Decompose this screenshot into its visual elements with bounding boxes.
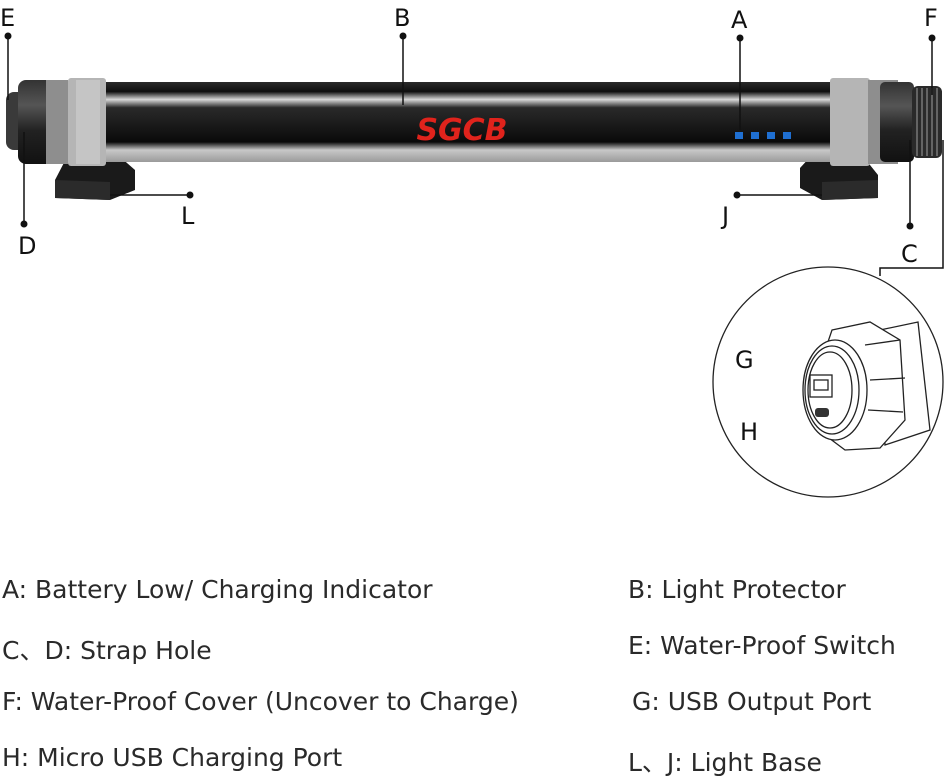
legend-item-e: E: Water-Proof Switch <box>628 631 896 660</box>
callout-h: H <box>740 418 758 446</box>
callout-a: A <box>731 6 748 34</box>
callout-j: J <box>720 202 729 230</box>
battery-indicator <box>735 132 791 139</box>
brand-logo: SGCB <box>416 113 507 148</box>
light-base-j <box>800 155 878 200</box>
legend-item-b: B: Light Protector <box>628 575 846 604</box>
legend-item-a: A: Battery Low/ Charging Indicator <box>2 575 433 604</box>
callout-b: B <box>394 4 410 32</box>
charging-port-inset <box>712 266 944 498</box>
waterproof-cover-cap <box>830 78 942 166</box>
legend-item-h: H: Micro USB Charging Port <box>2 743 343 772</box>
callout-e: E <box>0 4 15 32</box>
callout-f: F <box>924 4 938 32</box>
callout-l: L <box>181 202 195 230</box>
light-base-l <box>55 155 135 200</box>
waterproof-switch-cap <box>6 78 106 166</box>
legend-item-f: F: Water-Proof Cover (Uncover to Charge) <box>2 687 519 716</box>
legend-item-g: G: USB Output Port <box>632 687 872 716</box>
light-protector-tube <box>60 82 900 162</box>
legend-item-cd: C、D: Strap Hole <box>2 636 212 665</box>
callout-g: G <box>735 346 754 374</box>
legend-item-lj: L、J: Light Base <box>628 748 822 777</box>
callout-c: C <box>901 240 918 268</box>
callout-d: D <box>18 232 36 260</box>
